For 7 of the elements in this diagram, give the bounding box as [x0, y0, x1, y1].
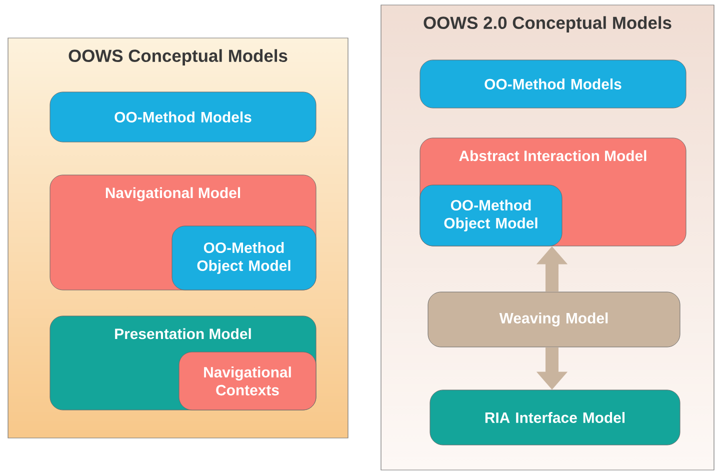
model-box: OO-Method Object Model: [172, 226, 316, 290]
model-box: OO-Method Models: [50, 92, 316, 142]
model-box: OO-Method Models: [420, 60, 686, 108]
model-box: Navigational Contexts: [178, 352, 316, 410]
model-box: OO-Method Object Model: [420, 184, 562, 246]
model-box: RIA Interface Model: [430, 390, 680, 446]
model-box: Weaving Model: [428, 292, 680, 348]
